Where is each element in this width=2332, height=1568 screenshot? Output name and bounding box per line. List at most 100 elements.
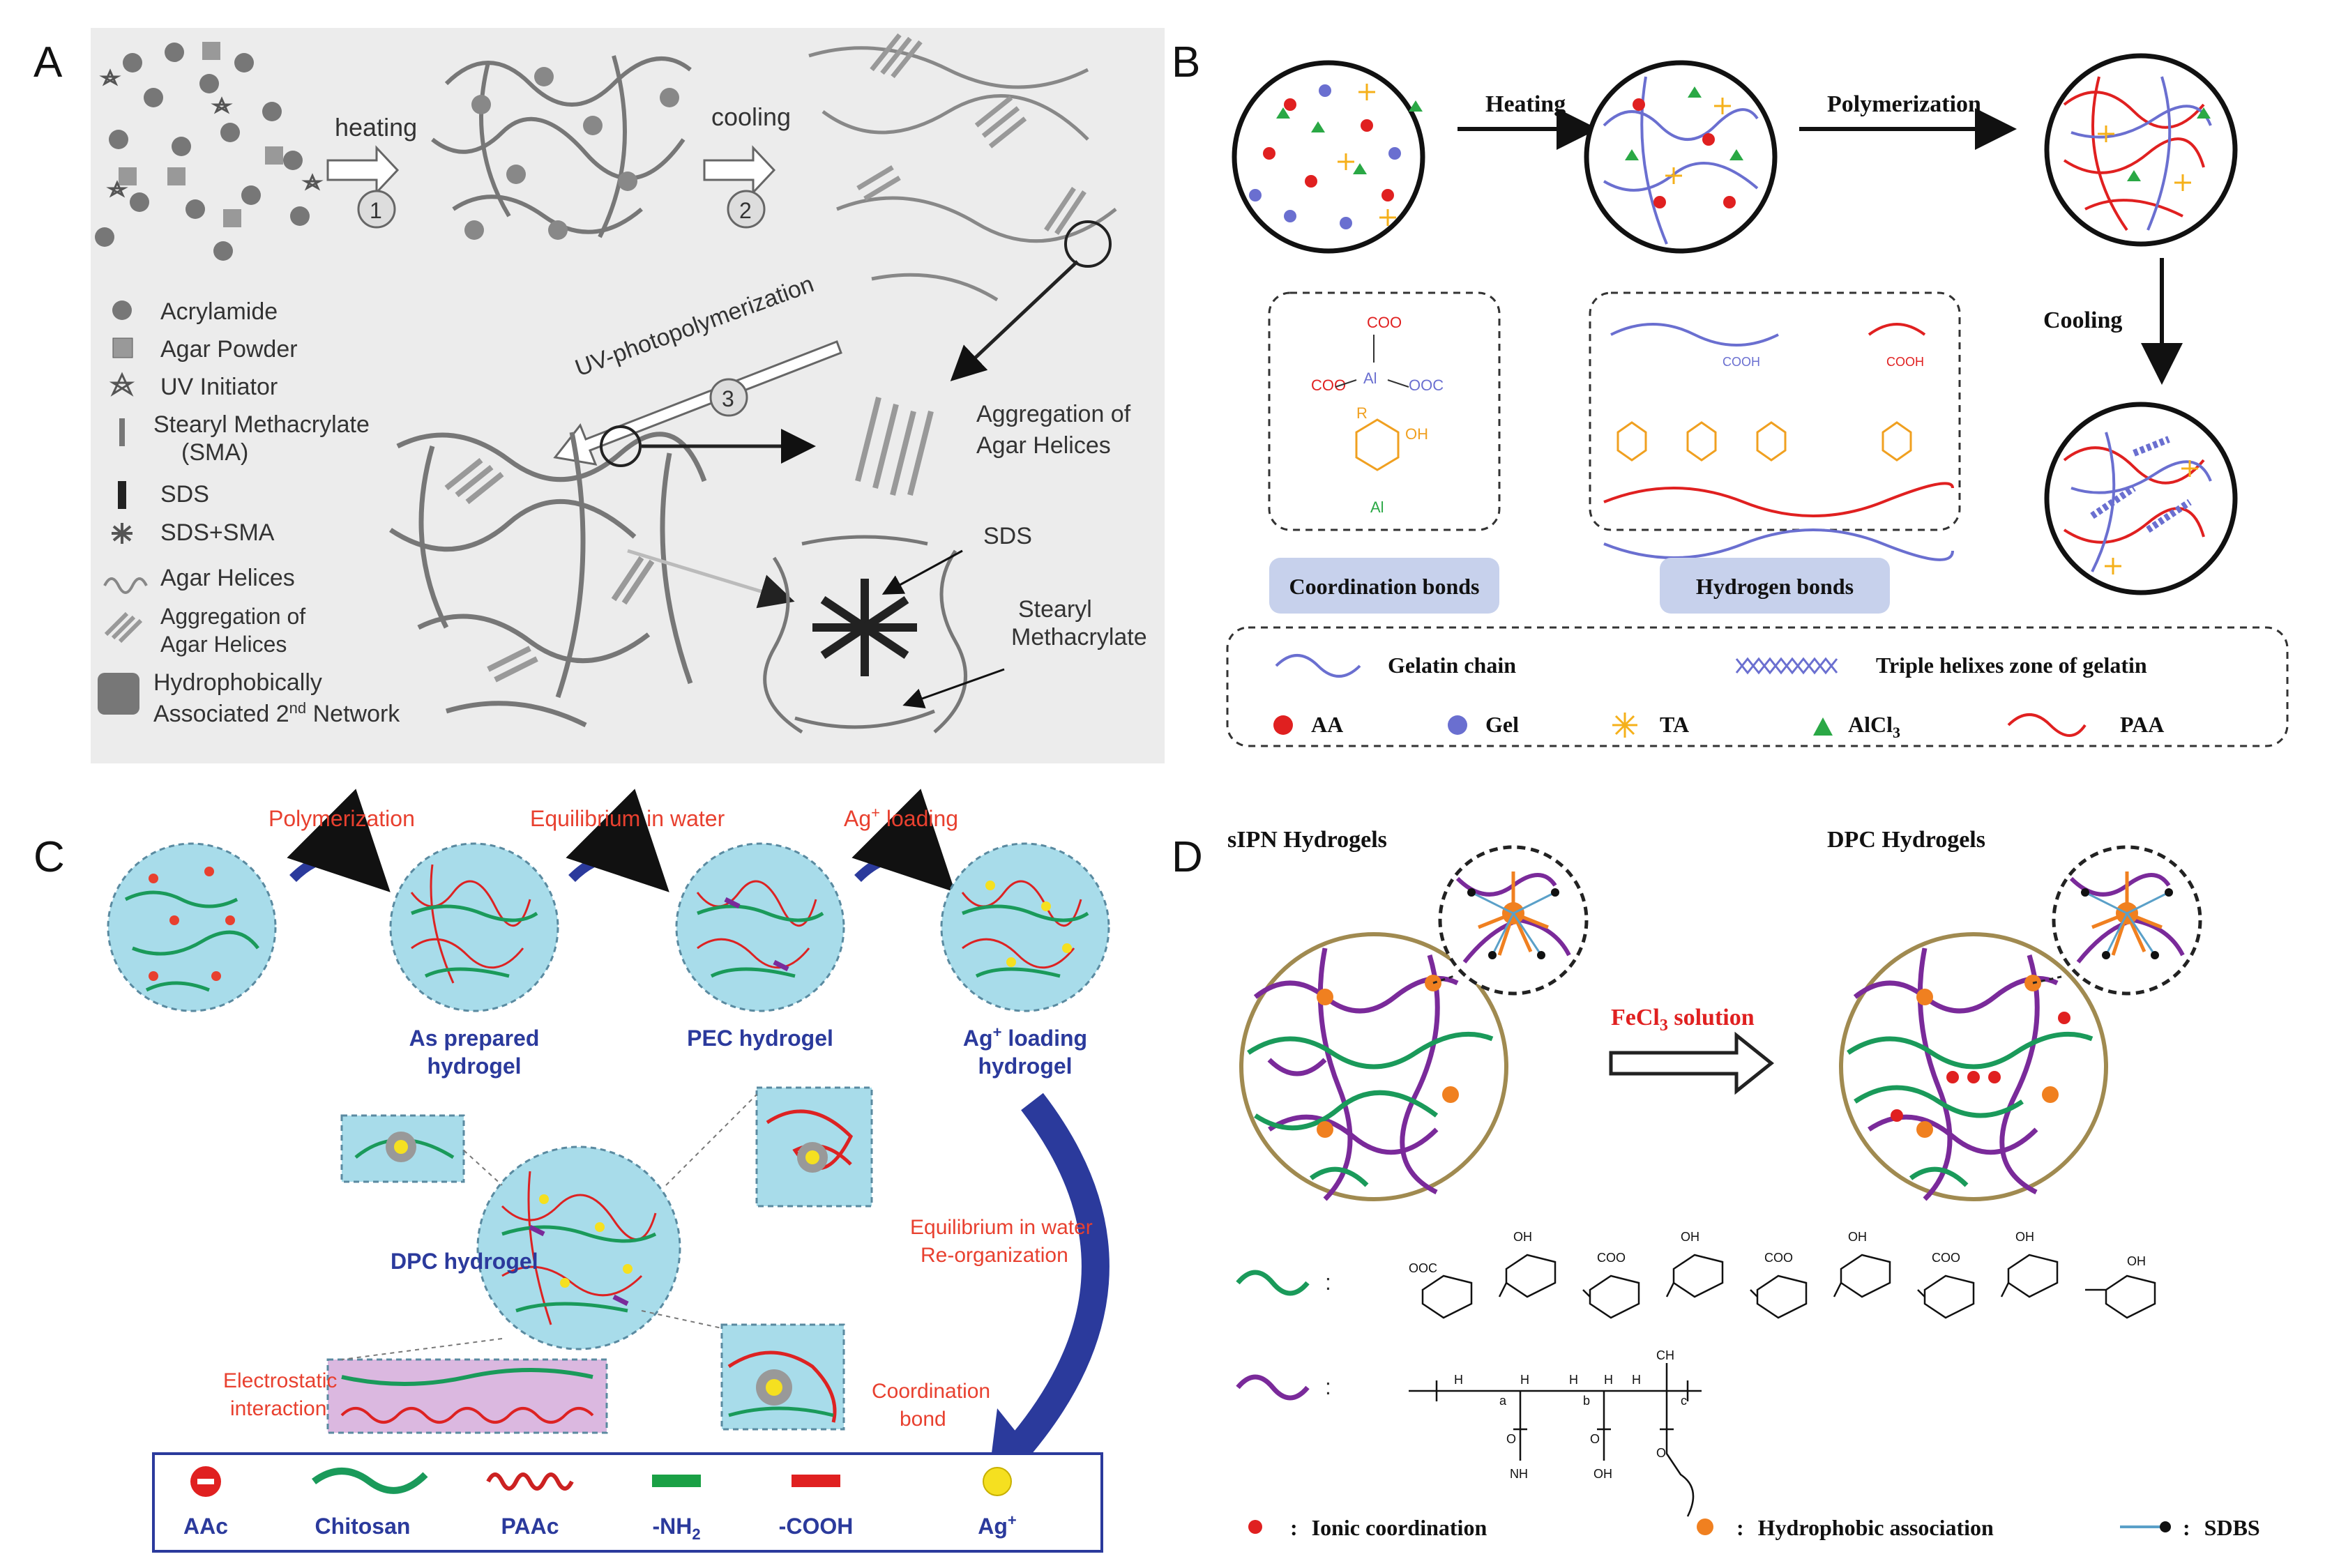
legend-alcl: AlCl3: [1848, 712, 1900, 741]
state-ag-2: hydrogel: [978, 1053, 1072, 1079]
svg-text:OH: OH: [2015, 1230, 2034, 1244]
state-dpc: DPC hydrogel: [391, 1249, 538, 1274]
panel-d-letter: D: [1172, 833, 1203, 881]
legend-nh2: -NH2: [652, 1514, 700, 1543]
polysaccharide-structure: [1421, 1254, 2156, 1319]
legend-nh2-swatch: [652, 1475, 701, 1487]
legend-c: [152, 1452, 1103, 1553]
sds-pointer: [881, 549, 963, 595]
zoom-circle-top: [1064, 220, 1112, 268]
svg-text:COOH: COOH: [1722, 355, 1760, 369]
callout-stearyl-2: Methacrylate: [1011, 624, 1147, 650]
legend-acrylamide: Acrylamide: [160, 298, 278, 325]
legend-chitosan: Chitosan: [315, 1514, 411, 1539]
callout-aggregation-1: Aggregation of: [976, 401, 1131, 427]
heated-particles: [464, 67, 679, 240]
panel-a-letter: A: [33, 38, 63, 86]
svg-text:O: O: [1656, 1446, 1666, 1460]
hydrogen-sketch: COOH COOH: [1603, 323, 1954, 561]
state-prepared-1: As prepared: [409, 1026, 540, 1051]
callout-sds: SDS: [983, 523, 1032, 549]
panel-a: A heating 1 cooling: [33, 28, 1165, 763]
svg-text:OH: OH: [2127, 1254, 2146, 1268]
svg-text:H: H: [1569, 1373, 1578, 1387]
note-coordination-2: bond: [900, 1408, 946, 1431]
note-equilibrium-2: Re-organization: [921, 1244, 1068, 1267]
reorganization-arrow-head: [990, 1408, 1025, 1464]
circle-c-dpc: [476, 1145, 681, 1350]
legend-a: Acrylamide Agar Powder UV Initiator Stea…: [98, 298, 400, 727]
chitosan-key: [1236, 1270, 1310, 1296]
state-prepared-2: hydrogel: [427, 1053, 521, 1079]
legend-gel-swatch: [1448, 715, 1467, 735]
svg-text:COO: COO: [1932, 1251, 1960, 1265]
helix-bundles-final: [444, 457, 655, 683]
circle-c-pec: [675, 842, 845, 1012]
copolymer-structure: [1409, 1363, 1702, 1517]
state-ag-1: Ag+ loading: [963, 1023, 1087, 1051]
legend-paa: PAA: [2120, 712, 2164, 737]
svg-text:Al: Al: [1370, 498, 1384, 516]
step-1-badge: [357, 190, 396, 229]
callout-aggregation-2: Agar Helices: [976, 432, 1111, 459]
svg-text:COOH: COOH: [1886, 355, 1924, 369]
circle-b-initial: [1232, 60, 1425, 254]
legend-sma-2: (SMA): [181, 439, 248, 466]
callout-stearyl-1: Stearyl: [1018, 596, 1092, 623]
panel-b-letter: B: [1172, 38, 1200, 86]
legend-chitosan-swatch: [312, 1468, 428, 1494]
legend-paac: PAAc: [501, 1514, 559, 1539]
legend-cooh-swatch: [792, 1475, 840, 1487]
legend-gelatin: Gelatin chain: [1388, 653, 1516, 678]
panel-d: D sIPN Hydrogels DPC Hydrogels FeCl3 sol…: [1172, 827, 2260, 1540]
zoom-line-3: [627, 549, 795, 609]
svg-text:COO: COO: [1367, 314, 1402, 331]
svg-text:OH: OH: [1513, 1230, 1532, 1244]
circle-b-polymerized: [2044, 53, 2238, 247]
legend-hydrophobic-2: Associated 2nd Network: [153, 699, 400, 727]
final-network: [389, 432, 707, 728]
heating-arrow: [326, 145, 400, 195]
coordination-sketch: COO COO OOC Al OH R Al: [1311, 314, 1444, 516]
zoom-dpc-content: [2069, 871, 2185, 964]
legend-uv-initiator: UV Initiator: [160, 374, 278, 400]
legend-paac-swatch: [486, 1472, 574, 1491]
svg-text:OH: OH: [1593, 1467, 1612, 1481]
title-sipn: sIPN Hydrogels: [1227, 827, 1387, 853]
legend-sds: SDS: [160, 481, 209, 508]
coordination-box: [1268, 291, 1501, 531]
svg-text:OH: OH: [1405, 425, 1428, 443]
legend-sdbs: :SDBS: [2183, 1515, 2260, 1540]
circle-b-cooled: [2044, 402, 2238, 595]
helix-bundles-a: [856, 33, 1086, 235]
coordination-bonds-label: Coordination bonds: [1289, 574, 1480, 599]
svg-text:Al: Al: [1363, 370, 1377, 387]
legend-gelatin-swatch: [1275, 654, 1361, 678]
svg-text:H: H: [1604, 1373, 1613, 1387]
fecl-arrow: [1609, 1031, 1775, 1095]
step-heating-b: Heating: [1485, 91, 1566, 117]
legend-cooh: -COOH: [779, 1514, 854, 1539]
legend-agar-helices: Agar Helices: [160, 565, 295, 591]
step-heating-label: heating: [335, 113, 417, 142]
svg-text:OH: OH: [1848, 1230, 1867, 1244]
circle-b-heated: [1584, 60, 1778, 254]
reorganization-arrow: [994, 1093, 1110, 1474]
svg-text:OH: OH: [1681, 1230, 1699, 1244]
svg-text:H: H: [1454, 1373, 1463, 1387]
cooling-arrow: [703, 145, 776, 195]
hydrogen-box: [1589, 291, 1961, 531]
hydrogen-label-box: [1660, 558, 1890, 614]
zoom-circle-network: [600, 425, 642, 467]
legend-ta-swatch: [1612, 713, 1637, 738]
note-electrostatic-2: interaction: [230, 1397, 326, 1420]
panel-b: B Heating Polymerization Cooling: [1172, 38, 2289, 747]
legend-hydrophobic-swatch: [1697, 1518, 1713, 1535]
legend-ionic: :Ionic coordination: [1290, 1515, 1487, 1540]
svg-text:H: H: [1520, 1373, 1529, 1387]
step-3-number: 3: [722, 386, 734, 411]
svg-text:NH: NH: [1510, 1467, 1528, 1481]
note-coordination-1: Coordination: [872, 1380, 990, 1403]
fecl-label: FeCl3 solution: [1611, 1005, 1755, 1035]
